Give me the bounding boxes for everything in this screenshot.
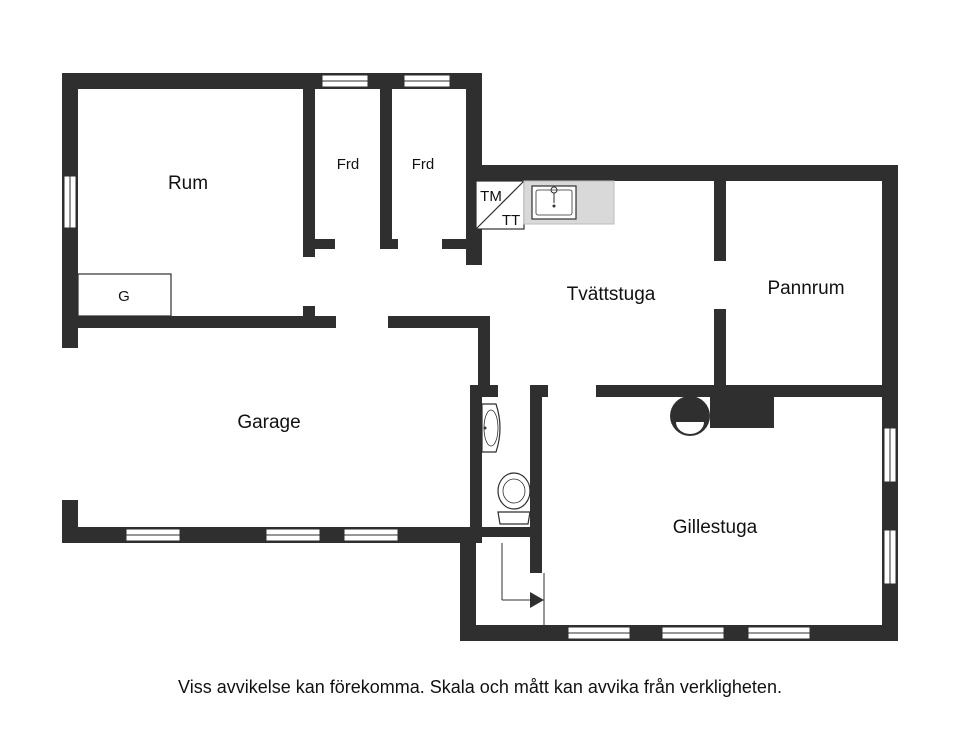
- room-label-frd-2: Frd: [412, 156, 435, 173]
- washer-dryer-divider: [475, 180, 525, 230]
- room-label-gillestuga: Gillestuga: [673, 517, 758, 538]
- wall: [478, 316, 490, 396]
- room-label-rum: Rum: [168, 173, 208, 194]
- room-label-g: G: [118, 288, 130, 305]
- interior-walls: [62, 89, 898, 573]
- wall: [62, 73, 482, 89]
- wall: [460, 527, 476, 641]
- chimney: [710, 397, 774, 428]
- g-box: [77, 273, 172, 317]
- windows: [63, 74, 897, 640]
- wall: [303, 89, 315, 257]
- sink-icon: [531, 185, 577, 220]
- room-label-pannrum: Pannrum: [767, 278, 844, 299]
- label-tt: TT: [502, 212, 520, 229]
- wall: [442, 239, 466, 249]
- room-label-garage: Garage: [237, 412, 300, 433]
- disclaimer-text: Viss avvikelse kan förekomma. Skala och …: [178, 677, 782, 697]
- floor-plan: Rum Frd Frd G TM TT Tvättstuga Pannrum G…: [62, 73, 898, 641]
- wall: [62, 316, 336, 328]
- wall: [596, 385, 898, 397]
- washbasin-icon: [481, 403, 501, 453]
- toilet-icon: [497, 472, 531, 525]
- fixtures: [77, 180, 710, 625]
- door-swing-icon: [501, 543, 545, 625]
- wall: [315, 239, 335, 249]
- wall: [388, 316, 490, 328]
- wall: [882, 165, 898, 641]
- wall: [530, 385, 542, 573]
- wall: [470, 385, 482, 543]
- wall: [380, 89, 392, 249]
- label-tm: TM: [480, 188, 502, 205]
- room-label-tvattstuga: Tvättstuga: [567, 284, 656, 305]
- wall: [476, 527, 542, 537]
- wall: [466, 165, 898, 181]
- wall: [392, 239, 398, 249]
- wall: [714, 309, 726, 397]
- labels: Rum Frd Frd G TM TT Tvättstuga Pannrum G…: [118, 156, 844, 538]
- room-label-frd-1: Frd: [337, 156, 360, 173]
- fireplace-icon: [670, 396, 710, 436]
- wall: [62, 500, 78, 543]
- wall: [714, 181, 726, 261]
